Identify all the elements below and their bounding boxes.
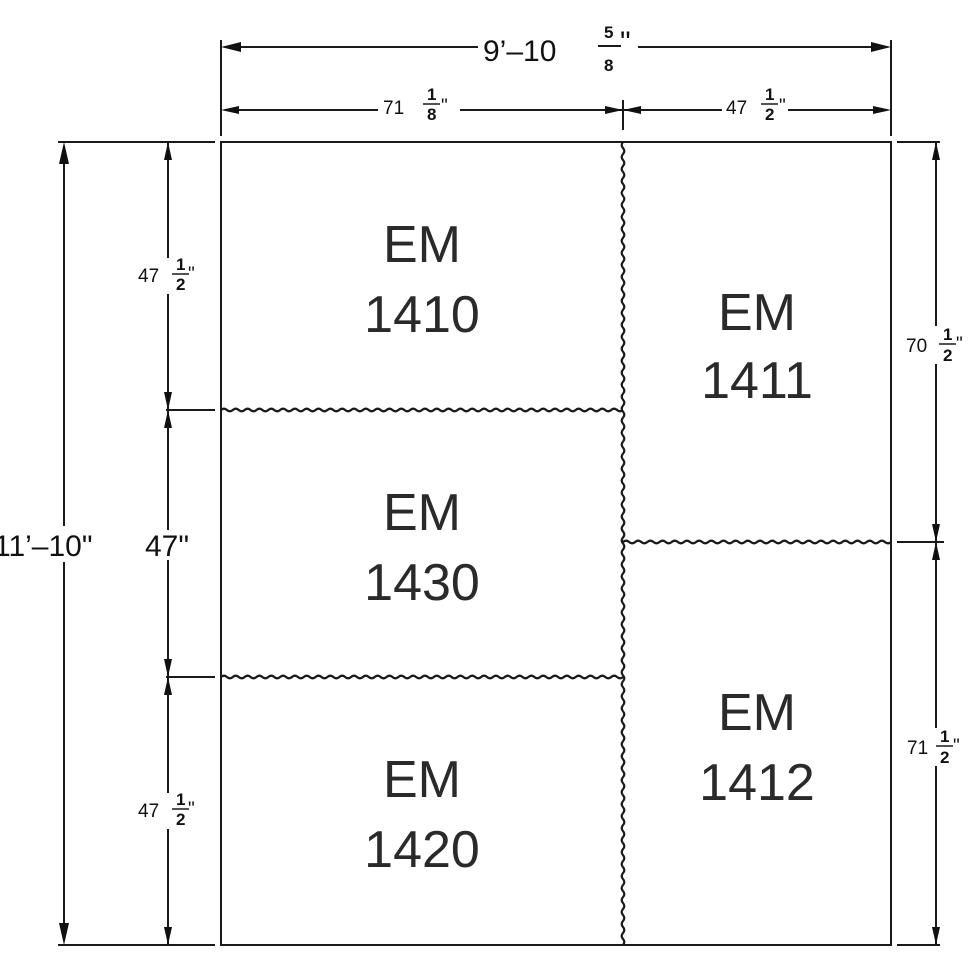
- dim-text-main: 47: [138, 266, 159, 287]
- dim-unit: ": [441, 96, 448, 117]
- panel-number: 1412: [699, 754, 815, 812]
- dim-frac-den: 8: [604, 56, 613, 75]
- dim-frac-den: 2: [940, 748, 949, 767]
- dim-overall-width: 9’–10 5 8 ": [220, 23, 892, 136]
- dim-frac-num: 1: [765, 85, 774, 104]
- dim-text-main: 47: [138, 801, 159, 822]
- panel-em-1410: EM 1410: [364, 216, 480, 344]
- seam-left-lower: [220, 674, 624, 680]
- dim-frac-den: 8: [427, 105, 436, 124]
- dim-frac-den: 2: [176, 810, 185, 829]
- panel-number: 1420: [364, 821, 480, 879]
- dim-text-main: 71: [907, 738, 928, 759]
- dim-text-main: 47": [145, 530, 189, 563]
- dim-frac-den: 2: [176, 275, 185, 294]
- dim-text-main: 70: [906, 336, 927, 357]
- dim-frac-num: 5: [604, 23, 613, 42]
- dim-unit: ": [956, 334, 963, 355]
- dim-left-mid-height: 47": [144, 530, 194, 563]
- dim-frac-den: 2: [943, 346, 952, 365]
- seam-vertical: [620, 141, 626, 946]
- panel-number: 1410: [364, 286, 480, 344]
- dim-overall-height: 11’–10": [0, 141, 215, 946]
- panel-code: EM: [383, 216, 461, 274]
- dim-frac-num: 1: [427, 85, 436, 104]
- panel-em-1430: EM 1430: [364, 484, 480, 612]
- dim-left-width: 71 1 8 ": [378, 85, 460, 124]
- dim-frac-num: 1: [176, 255, 185, 274]
- panel-em-1412: EM 1412: [699, 684, 815, 812]
- dim-unit: ": [188, 799, 195, 820]
- panel-em-1420: EM 1420: [364, 751, 480, 879]
- dim-unit: ": [620, 26, 631, 59]
- panel-code: EM: [383, 484, 461, 542]
- dim-right-top-height: 70 1 2 ": [904, 325, 970, 365]
- dim-right-width: 47 1 2 ": [722, 85, 788, 124]
- dim-left-bottom-height: 47 1 2 ": [136, 790, 196, 829]
- panel-code: EM: [718, 284, 796, 342]
- dim-frac-num: 1: [940, 727, 949, 746]
- dim-frac-num: 1: [176, 790, 185, 809]
- outer-border: [220, 141, 892, 946]
- dim-right-stack: [897, 141, 944, 946]
- panel-number: 1430: [364, 554, 480, 612]
- dim-frac-den: 2: [765, 105, 774, 124]
- panel-em-1411: EM 1411: [701, 284, 813, 410]
- dim-unit: ": [779, 96, 786, 117]
- dim-left-top-height: 47 1 2 ": [136, 255, 196, 294]
- dim-right-bottom-height: 71 1 2 ": [904, 727, 970, 767]
- panel-number: 1411: [701, 352, 813, 410]
- dim-text-main: 71: [383, 98, 404, 119]
- dim-text-main: 11’–10": [0, 530, 93, 563]
- dim-frac-num: 1: [943, 325, 952, 344]
- panel-code: EM: [383, 751, 461, 809]
- dim-text-main: 9’–10: [483, 35, 556, 68]
- panel-code: EM: [718, 684, 796, 742]
- seam-left-upper: [220, 407, 624, 413]
- dim-top-split: [221, 100, 891, 130]
- dim-unit: ": [188, 264, 195, 285]
- seam-right: [622, 539, 892, 545]
- dim-unit: ": [953, 736, 960, 757]
- dim-text-main: 47: [726, 98, 747, 119]
